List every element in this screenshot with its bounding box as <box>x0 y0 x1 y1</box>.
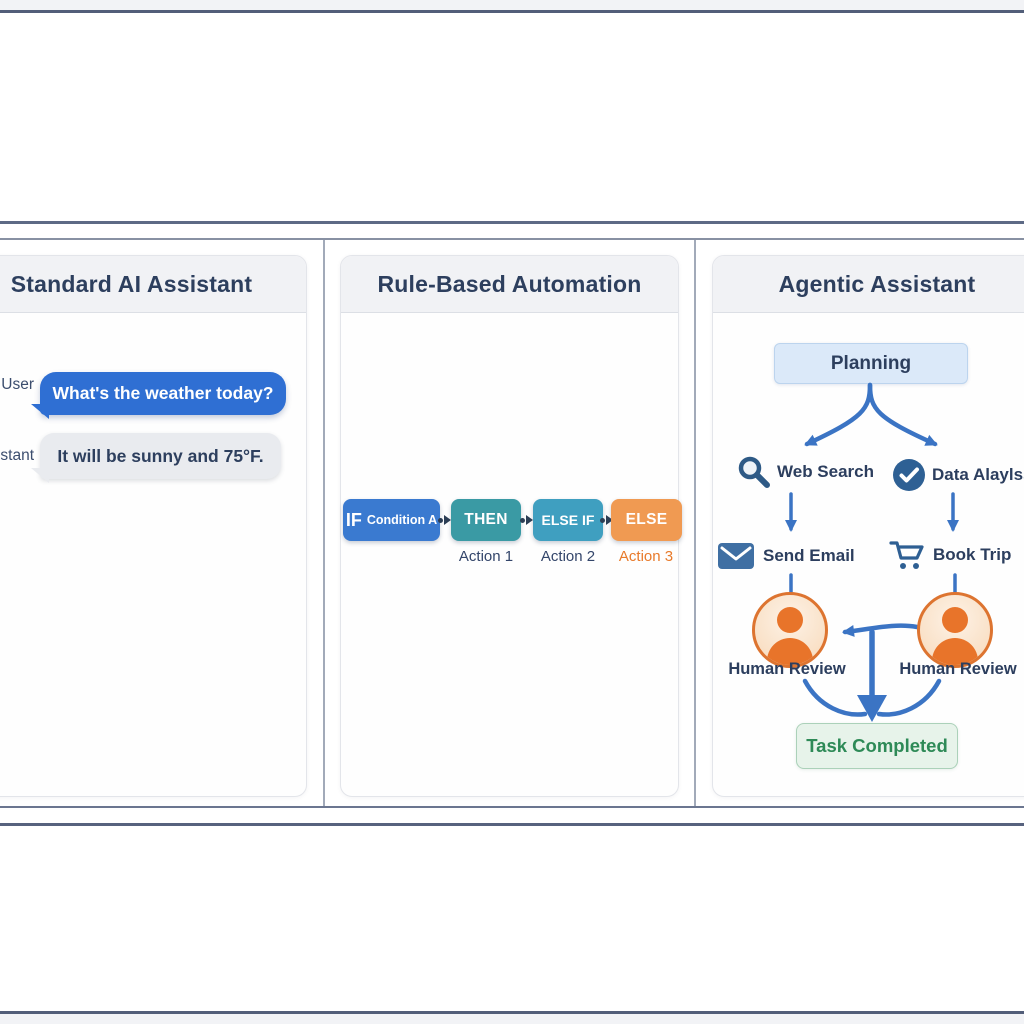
column-divider-right <box>694 240 696 806</box>
agentic-panel-card: Agentic Assistant Planning <box>712 255 1024 797</box>
node-label: Book Trip <box>933 545 1012 564</box>
bottom-frame-line <box>0 1011 1024 1014</box>
rule-panel-card: Rule-Based Automation IF Condition A THE… <box>340 255 682 797</box>
action-label-2: Action 2 <box>540 548 596 565</box>
block-keyword: THEN <box>464 511 508 528</box>
data-analysis-node: Data Alaylssis <box>892 458 1024 492</box>
human-review-label-right: Human Review <box>899 660 1017 678</box>
top-strip <box>0 0 1024 10</box>
rule-block-else: ELSE <box>611 499 682 541</box>
node-label: Web Search <box>777 462 875 481</box>
speaker-label-assistant: Assistant <box>0 447 34 464</box>
block-keyword: ELSE <box>625 511 668 528</box>
column-divider-left <box>323 240 325 806</box>
rule-block-then: THEN <box>451 499 521 541</box>
agentic-panel-header: Agentic Assistant <box>713 256 1024 313</box>
bottom-strip <box>0 1013 1024 1024</box>
user-bubble: What's the weather today? <box>31 372 286 419</box>
rule-block-elseif: ELSE IF <box>533 499 603 541</box>
flow-connector-arrow <box>520 514 534 526</box>
band-bottom-line-2 <box>0 823 1024 826</box>
standard-panel-header: Standard AI Assistant <box>0 256 306 313</box>
user-avatar-icon <box>752 592 828 668</box>
block-keyword: ELSE IF <box>541 512 595 528</box>
mail-icon <box>717 542 755 570</box>
rule-panel-title: Rule-Based Automation <box>377 270 642 297</box>
user-avatar-icon <box>917 592 993 668</box>
top-frame-line <box>0 10 1024 13</box>
flow-connector-arrow <box>438 514 452 526</box>
check-circle-icon <box>892 458 926 492</box>
band-bottom-line-1 <box>0 806 1024 808</box>
send-email-node: Send Email <box>717 542 855 570</box>
planning-box: Planning <box>774 343 968 384</box>
speaker-label-user: User <box>1 376 34 393</box>
band-top-line-2 <box>0 238 1024 240</box>
standard-panel-title: Standard AI Assistant <box>10 270 253 297</box>
search-icon <box>737 455 771 489</box>
block-keyword: IF <box>345 509 362 530</box>
node-label: Send Email <box>763 546 855 565</box>
flow-connector-arrow <box>600 514 614 526</box>
band-top-line-1 <box>0 221 1024 224</box>
task-completed-box: Task Completed <box>796 723 958 769</box>
book-trip-node: Book Trip <box>889 539 1011 571</box>
assistant-bubble: It will be sunny and 75°F. <box>31 433 281 483</box>
node-label: Data Alaylssis <box>932 465 1024 484</box>
web-search-node: Web Search <box>737 455 874 489</box>
human-review-label-left: Human Review <box>728 660 846 678</box>
standard-panel-card: Standard AI Assistant User What's the we… <box>0 255 307 797</box>
block-detail: Condition A <box>366 513 438 527</box>
merge-arrowhead <box>857 695 887 722</box>
cart-icon <box>889 539 925 571</box>
rule-panel-header: Rule-Based Automation <box>341 256 678 313</box>
action-label-3: Action 3 <box>618 548 674 565</box>
rule-block-if: IF Condition A <box>343 499 440 541</box>
action-label-1: Action 1 <box>458 548 514 565</box>
agentic-panel-title: Agentic Assistant <box>778 270 976 297</box>
